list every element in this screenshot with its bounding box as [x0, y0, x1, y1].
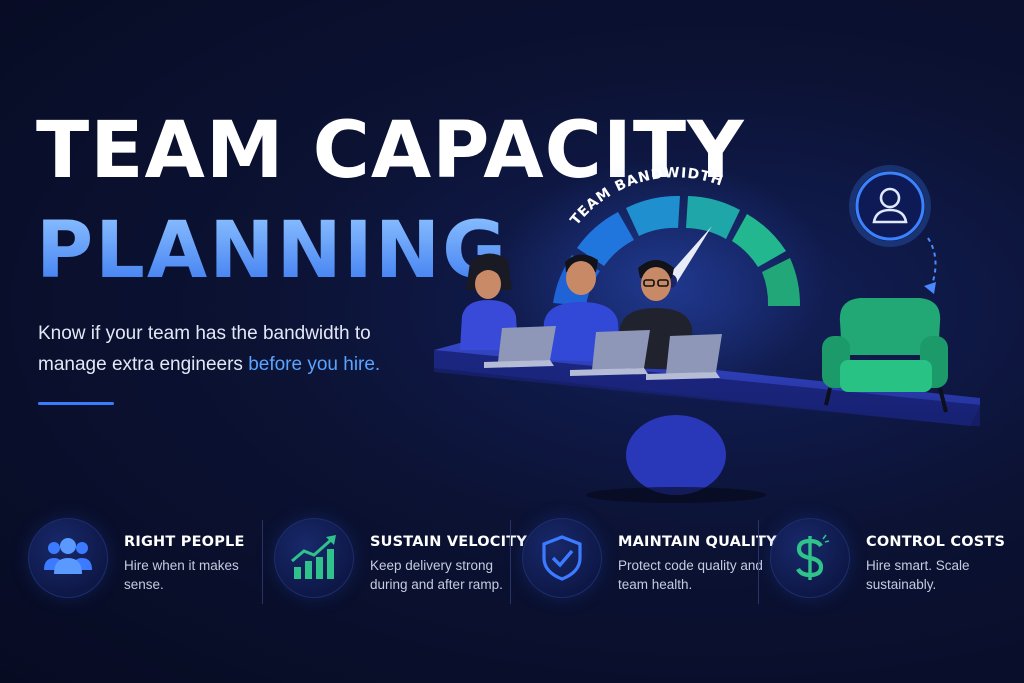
- feature-divider: [510, 520, 511, 604]
- laptop-3: [646, 334, 722, 380]
- seesaw-illustration: TEAM BANDWIDTH: [434, 160, 980, 503]
- team-members: [460, 253, 722, 380]
- gauge-segment-5: [732, 214, 786, 267]
- feature-description: Protect code quality and team health.: [618, 558, 763, 592]
- new-hire-icon: [849, 165, 937, 294]
- feature-right-people: RIGHT PEOPLE Hire when it makes sense.: [28, 512, 274, 612]
- feature-title: SUSTAIN VELOCITY: [370, 534, 528, 550]
- gauge-segment-4: [686, 196, 740, 239]
- feature-divider: [262, 520, 263, 604]
- feature-icon-circle: [28, 518, 108, 598]
- feature-description: Hire smart. Scale sustainably.: [866, 558, 970, 592]
- feature-description: Keep delivery strong during and after ra…: [370, 558, 503, 592]
- subtitle-accent: before you hire.: [248, 354, 381, 375]
- gauge-segment-2: [577, 212, 634, 266]
- fulcrum: [586, 415, 766, 503]
- feature-icon-circle: [522, 518, 602, 598]
- laptop-1: [484, 326, 556, 368]
- gauge-segment-6: [762, 258, 801, 306]
- feature-title: RIGHT PEOPLE: [124, 534, 245, 550]
- subtitle: Know if your team has the bandwidth to m…: [38, 318, 438, 380]
- feature-sustain-velocity: SUSTAIN VELOCITY Keep delivery strong du…: [262, 512, 527, 612]
- subtitle-text: Know if your team has the bandwidth to m…: [38, 323, 371, 375]
- shield-check-icon: [542, 535, 582, 581]
- gauge-needle: [666, 226, 712, 284]
- team-icon: [44, 538, 92, 574]
- dollar-icon: [796, 534, 830, 580]
- feature-divider: [758, 520, 759, 604]
- feature-title: MAINTAIN QUALITY: [618, 534, 777, 550]
- feature-icon-circle: [274, 518, 354, 598]
- empty-armchair: [822, 298, 948, 413]
- feature-description: Hire when it makes sense.: [124, 558, 239, 592]
- feature-title: CONTROL COSTS: [866, 534, 1006, 550]
- feature-maintain-quality: MAINTAIN QUALITY Protect code quality an…: [510, 512, 777, 612]
- gauge-segment-3: [626, 195, 680, 236]
- features-row: RIGHT PEOPLE Hire when it makes sense. S…: [28, 512, 1005, 612]
- growth-chart-icon: [291, 535, 336, 579]
- feature-icon-circle: [770, 518, 850, 598]
- headline-line-2: PLANNING: [36, 206, 509, 296]
- title-underline: [38, 402, 114, 405]
- feature-control-costs: CONTROL COSTS Hire smart. Scale sustaina…: [758, 512, 1016, 612]
- laptop-2: [570, 330, 650, 376]
